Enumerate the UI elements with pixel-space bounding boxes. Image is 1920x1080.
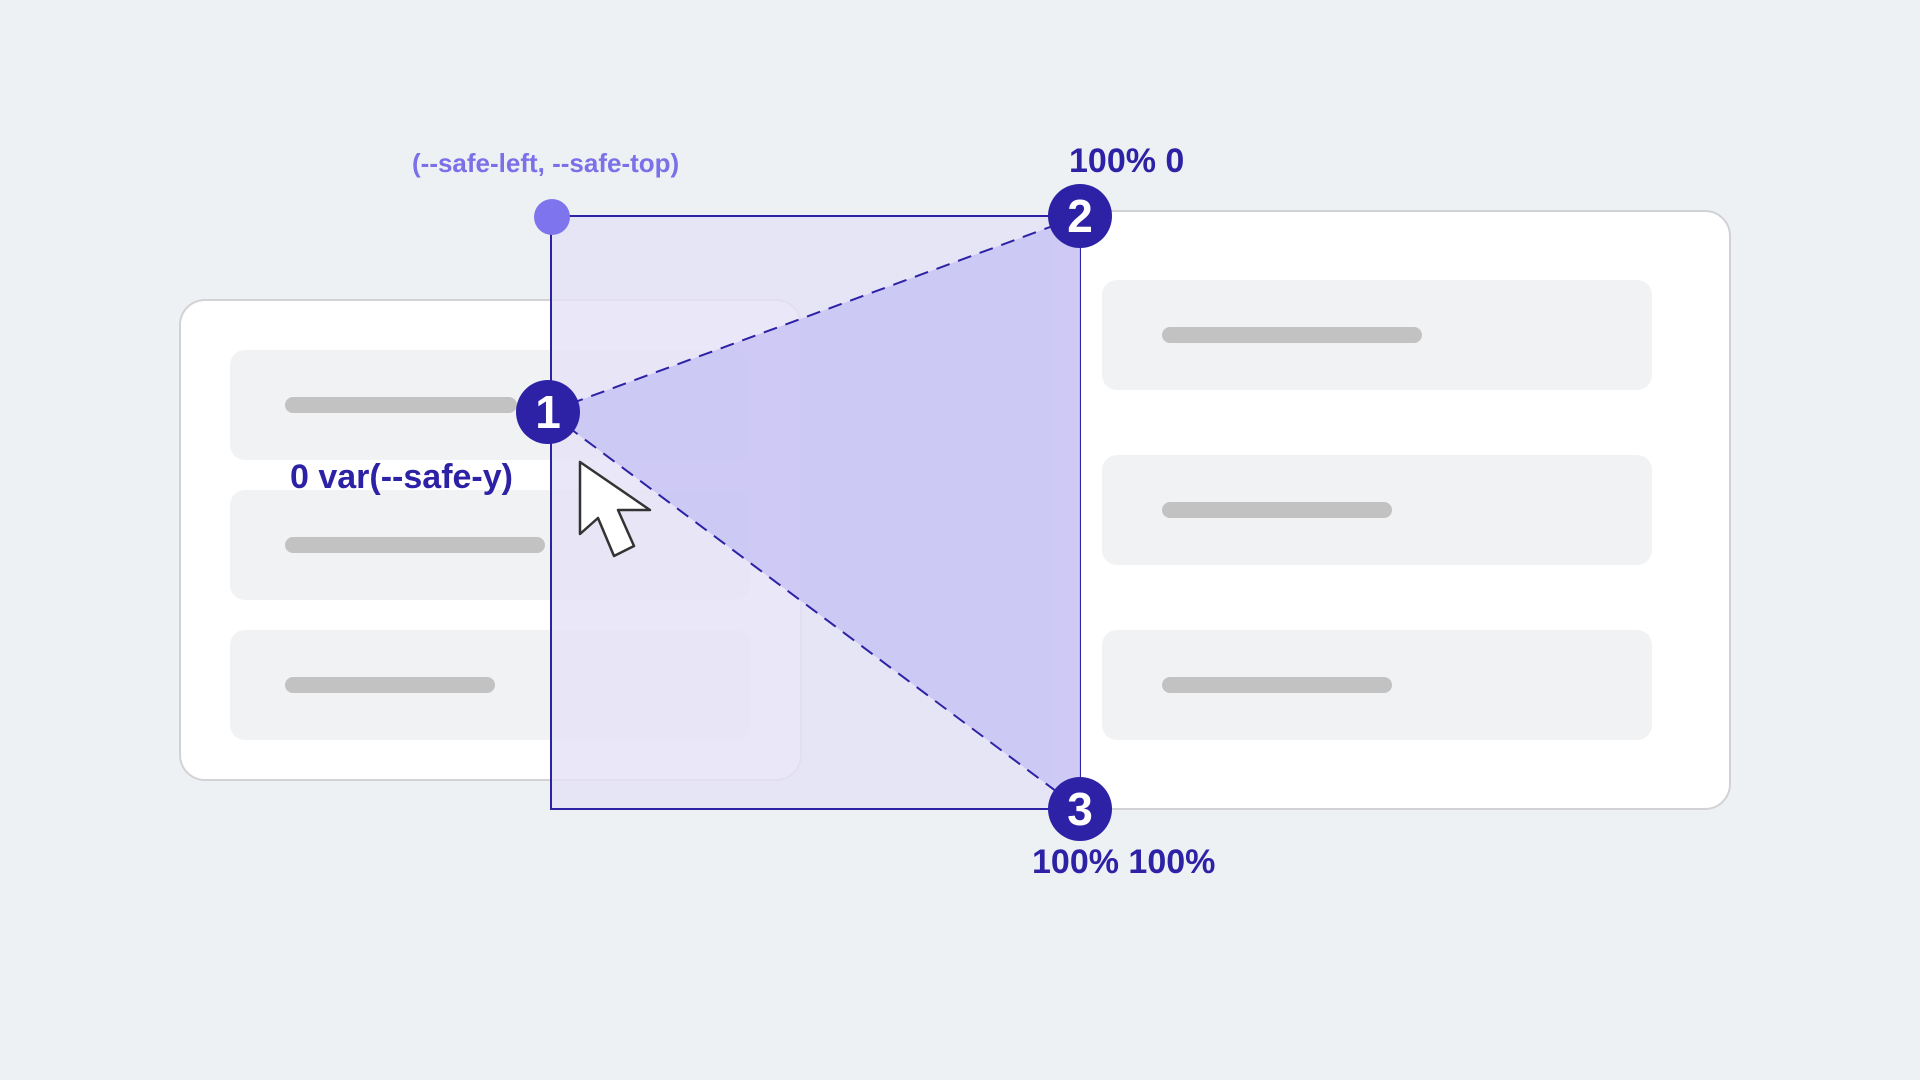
triangle-edge-top: [547, 215, 1081, 413]
placeholder-bar: [285, 397, 517, 413]
placeholder-bar: [1162, 677, 1392, 693]
placeholder-bar: [285, 537, 545, 553]
safe-triangle: [548, 216, 1080, 809]
point-2-badge: 2: [1048, 184, 1112, 248]
point-2-label: 100% 0: [1069, 142, 1185, 180]
right-submenu-row[interactable]: [1102, 630, 1652, 740]
placeholder-bar: [1162, 502, 1392, 518]
mouse-pointer-arrow-icon: [578, 460, 652, 558]
placeholder-bar: [285, 677, 495, 693]
right-submenu-row[interactable]: [1102, 280, 1652, 390]
safe-area-origin-dot: [534, 199, 570, 235]
right-submenu-card: [1051, 210, 1731, 810]
point-1-badge: 1: [516, 380, 580, 444]
triangle-edge-bottom: [547, 411, 1081, 810]
point-1-label: 0 var(--safe-y): [290, 458, 513, 496]
point-3-label: 100% 100%: [1032, 843, 1216, 881]
placeholder-bar: [1162, 327, 1422, 343]
point-3-badge: 3: [1048, 777, 1112, 841]
right-submenu-row[interactable]: [1102, 455, 1652, 565]
origin-label: (--safe-left, --safe-top): [412, 148, 680, 178]
